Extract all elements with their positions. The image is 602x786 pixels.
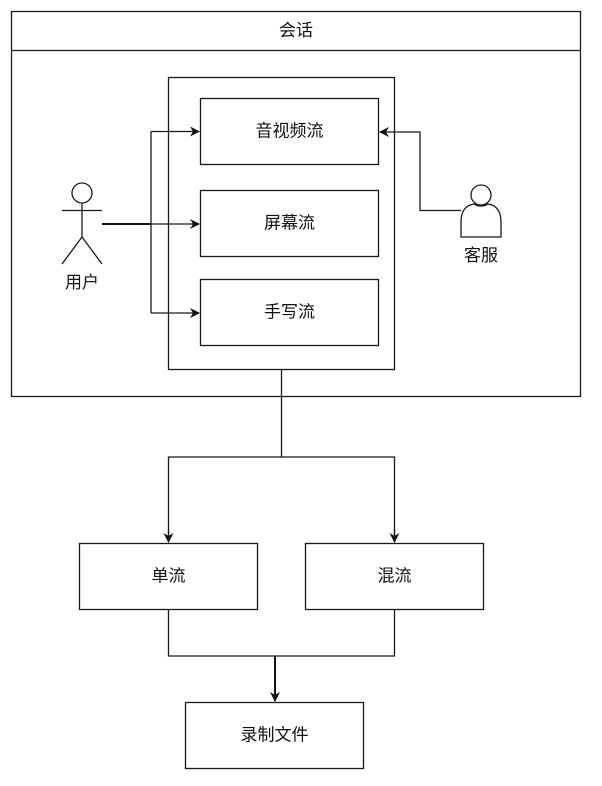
edge-agent-av xyxy=(379,127,461,212)
stream-box-screen[interactable]: 屏幕流 xyxy=(199,189,380,258)
stream-label-handwriting: 手写流 xyxy=(264,303,315,323)
stream-box-av-frame xyxy=(199,97,380,166)
output-label-single: 单流 xyxy=(152,567,186,587)
actor-agent-label: 客服 xyxy=(464,246,498,266)
output-label-mixed: 混流 xyxy=(378,567,412,587)
recording-file-box[interactable]: 录制文件 xyxy=(184,701,365,770)
stream-label-screen: 屏幕流 xyxy=(264,214,315,234)
stream-box-handwriting-frame xyxy=(199,278,380,347)
edge-user-to-streams xyxy=(102,126,200,318)
stream-label-av: 音视频流 xyxy=(256,122,324,142)
stick-figure-icon xyxy=(61,182,103,265)
edge-outputs-to-file xyxy=(167,610,396,702)
actor-user[interactable]: 用户 xyxy=(61,182,103,293)
session-title: 会话 xyxy=(279,21,313,41)
recording-file-label: 录制文件 xyxy=(241,726,309,746)
actor-user-label: 用户 xyxy=(65,273,99,293)
edge-merge xyxy=(167,610,396,657)
actor-agent[interactable]: 客服 xyxy=(460,184,502,266)
edge-session-to-outputs xyxy=(163,370,400,543)
stream-box-screen-frame xyxy=(199,189,380,258)
stream-box-av[interactable]: 音视频流 xyxy=(199,97,380,166)
stream-box-handwriting[interactable]: 手写流 xyxy=(199,278,380,347)
output-box-single-frame xyxy=(78,542,259,611)
person-bust-icon xyxy=(460,184,502,238)
output-box-single[interactable]: 单流 xyxy=(78,542,259,611)
recording-file-frame xyxy=(184,701,365,770)
edge-session-split xyxy=(167,456,396,540)
output-box-mixed-frame xyxy=(304,542,485,611)
output-box-mixed[interactable]: 混流 xyxy=(304,542,485,611)
